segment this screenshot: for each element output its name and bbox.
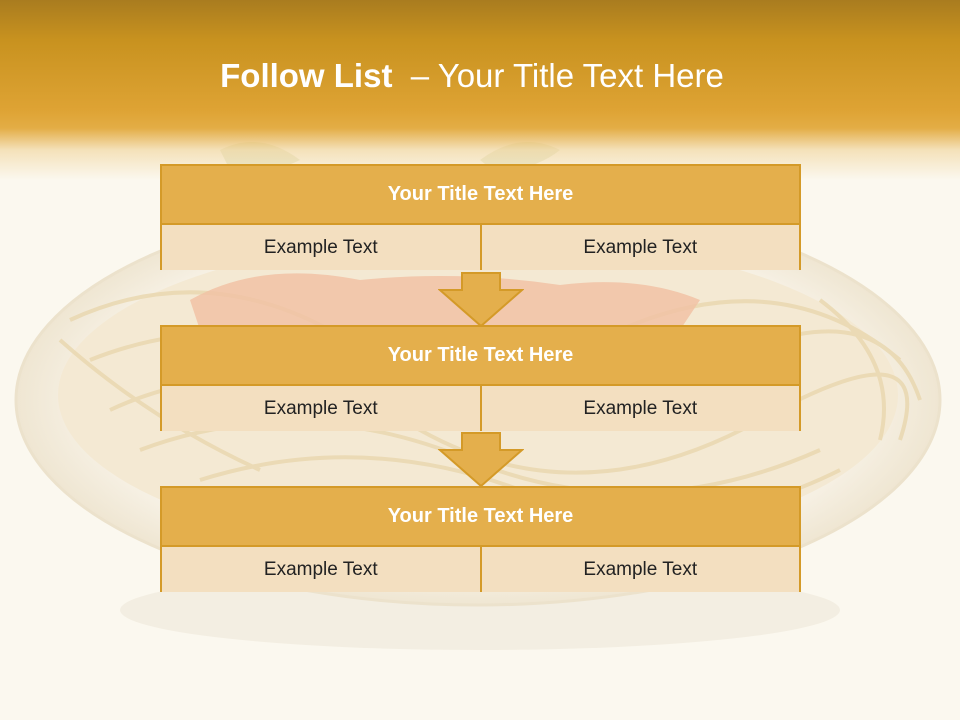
- slide-title-rest: – Your Title Text Here: [392, 57, 724, 94]
- step-cell-left: Example Text: [162, 386, 480, 431]
- step-title: Your Title Text Here: [162, 166, 799, 225]
- step-cell-right: Example Text: [479, 386, 799, 431]
- step-row: Example Text Example Text: [162, 547, 799, 592]
- step-box-3: Your Title Text Here Example Text Exampl…: [160, 486, 801, 592]
- step-cell-left: Example Text: [162, 225, 480, 270]
- step-row: Example Text Example Text: [162, 386, 799, 431]
- slide-title-bold: Follow List: [220, 57, 393, 94]
- step-cell-right: Example Text: [479, 547, 799, 592]
- header-band: [0, 0, 960, 180]
- step-cell-right: Example Text: [479, 225, 799, 270]
- step-title: Your Title Text Here: [162, 488, 799, 547]
- slide-title: Follow List – Your Title Text Here: [0, 56, 944, 96]
- step-box-1: Your Title Text Here Example Text Exampl…: [160, 164, 801, 270]
- step-cell-left: Example Text: [162, 547, 480, 592]
- down-arrow-icon: [438, 432, 524, 488]
- down-arrow-icon: [438, 272, 524, 328]
- step-box-2: Your Title Text Here Example Text Exampl…: [160, 325, 801, 431]
- step-row: Example Text Example Text: [162, 225, 799, 270]
- step-title: Your Title Text Here: [162, 327, 799, 386]
